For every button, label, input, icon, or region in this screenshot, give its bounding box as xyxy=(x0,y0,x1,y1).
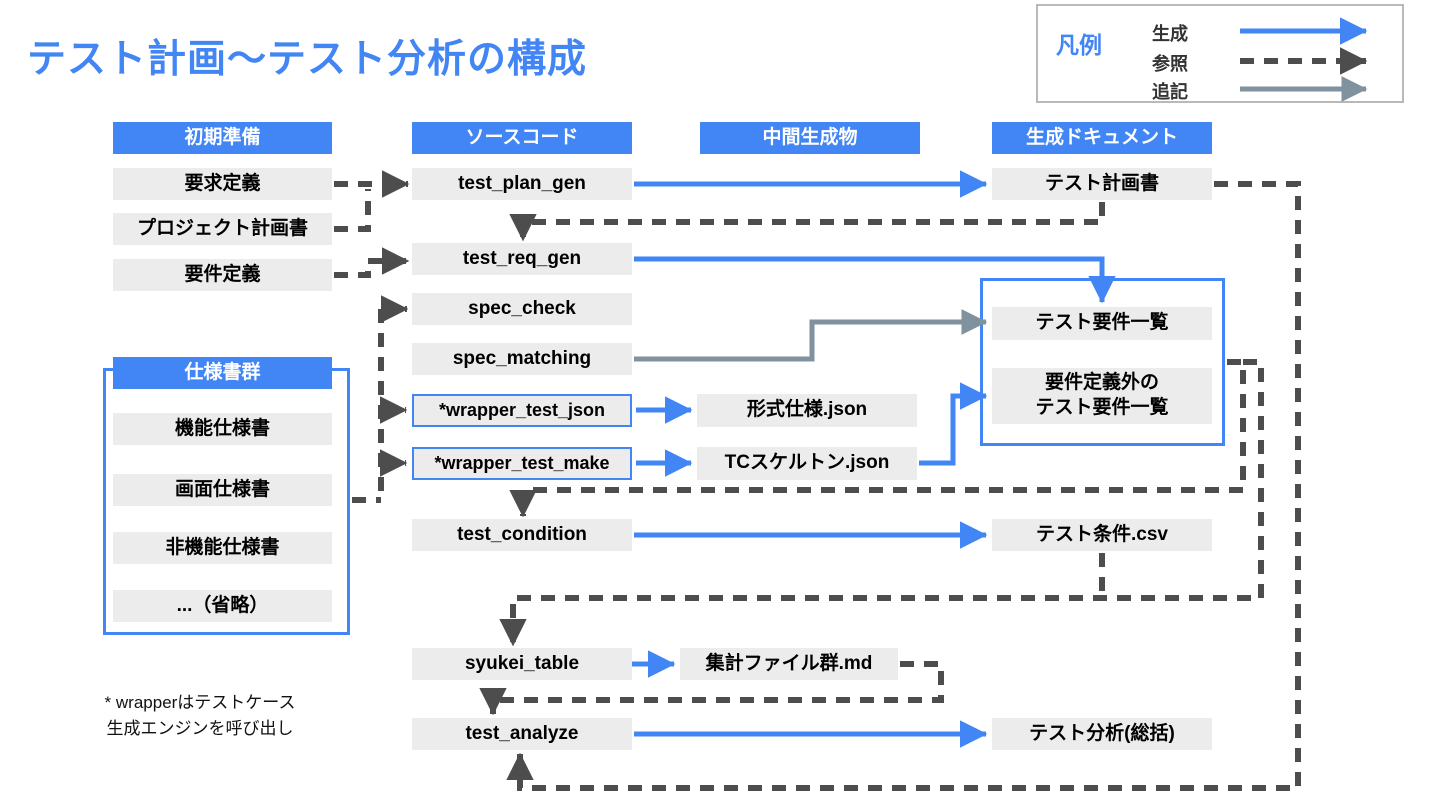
extra-req-list-line2: テスト要件一覧 xyxy=(1035,397,1169,418)
legend-title: 凡例 xyxy=(1056,32,1102,58)
node-test-plan-gen: test_plan_gen xyxy=(412,168,632,200)
node-spec-check: spec_check xyxy=(412,293,632,325)
node-test-req-list: テスト要件一覧 xyxy=(992,307,1212,340)
page-title: テスト計画～テスト分析の構成 xyxy=(27,38,588,81)
node-wrapper-test-json: *wrapper_test_json xyxy=(412,394,632,427)
arrow-requirements-to-test-req-gen xyxy=(334,247,410,278)
column-header-source: ソースコード xyxy=(412,122,632,154)
node-project-plan: プロジェクト計画書 xyxy=(113,213,332,245)
node-test-condition: test_condition xyxy=(412,519,632,551)
wire-projectplan-join xyxy=(334,189,371,232)
extra-req-list-line1: 要件定義外の xyxy=(1044,372,1159,394)
node-spec-omitted: ...（省略） xyxy=(113,590,332,622)
node-extra-req-list: 要件定義外の テスト要件一覧 xyxy=(992,368,1212,424)
column-header-intermediate: 中間生成物 xyxy=(700,122,920,154)
arrow-testplan-doc-to-test-req-gen xyxy=(509,202,1105,242)
footnote-line1: * wrapperはテストケース xyxy=(104,693,296,712)
node-test-analysis: テスト分析(総括) xyxy=(992,718,1212,750)
arrow-testplan-doc-to-test-analyze xyxy=(506,181,1301,791)
column-header-initial: 初期準備 xyxy=(113,122,332,154)
node-format-spec-json: 形式仕様.json xyxy=(697,394,917,427)
node-screen-spec: 画面仕様書 xyxy=(113,474,332,506)
node-requirements: 要件定義 xyxy=(113,259,332,291)
node-testplan-doc: テスト計画書 xyxy=(992,168,1212,200)
node-syukei-files-md: 集計ファイル群.md xyxy=(680,648,898,680)
node-test-req-gen: test_req_gen xyxy=(412,243,632,275)
node-tc-skeleton-json: TCスケルトン.json xyxy=(697,447,917,480)
legend-label-reference: 参照 xyxy=(1152,54,1188,74)
node-wrapper-test-make: *wrapper_test_make xyxy=(412,447,632,480)
node-req-def: 要求定義 xyxy=(113,168,332,200)
legend-label-append: 追記 xyxy=(1152,82,1188,102)
arrow-spec-matching-to-test-req-list xyxy=(634,309,988,362)
spec-group-header: 仕様書群 xyxy=(113,357,332,389)
footnote: * wrapperはテストケース 生成エンジンを呼び出し xyxy=(78,690,322,741)
node-functional-spec: 機能仕様書 xyxy=(113,413,332,445)
arrow-tc-skeleton-to-extra-req-list xyxy=(919,382,988,466)
legend-label-generate: 生成 xyxy=(1152,24,1188,44)
node-test-analyze: test_analyze xyxy=(412,718,632,750)
node-spec-matching: spec_matching xyxy=(412,343,632,375)
node-syukei-table: syukei_table xyxy=(412,648,632,680)
node-test-condition-csv: テスト条件.csv xyxy=(992,519,1212,551)
footnote-line2: 生成エンジンを呼び出し xyxy=(106,718,294,738)
node-nonfunctional-spec: 非機能仕様書 xyxy=(113,532,332,564)
column-header-generated: 生成ドキュメント xyxy=(992,122,1212,154)
